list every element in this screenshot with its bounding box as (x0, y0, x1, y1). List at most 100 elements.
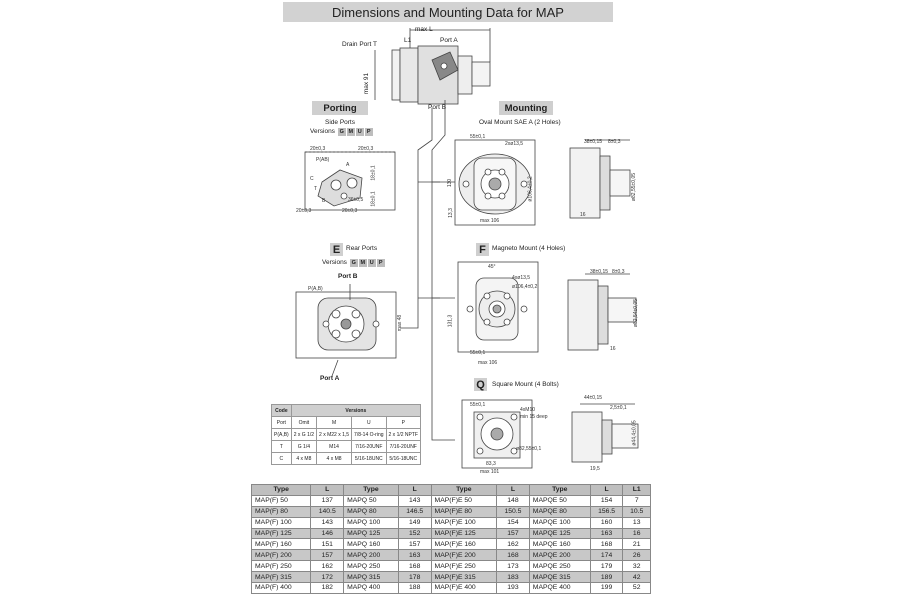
dim-label: ø82,55±0,1 (516, 446, 542, 452)
table-cell: MAP(F)E 125 (430, 527, 498, 540)
drain-port-label: Drain Port T (342, 41, 377, 48)
table-cell: 150.5 (496, 505, 530, 518)
table-cell: 5/16-18UNC (351, 452, 387, 465)
table-cell: MAP(F) 125 (250, 527, 312, 540)
table-cell: 168 (397, 560, 432, 573)
table-cell: MAP(F) 100 (250, 516, 312, 529)
table-cell: 173 (496, 560, 530, 573)
dim-label: ø44,4±0,05 (631, 420, 638, 446)
table-cell: 4 x M8 (316, 452, 353, 465)
table-cell: MAP(F)E 200 (430, 549, 498, 562)
table-cell: 143 (310, 516, 345, 529)
dim-label: 36±0,5 (348, 197, 364, 203)
table-cell: 179 (589, 560, 624, 573)
dim-label: 20±0,3 (296, 208, 312, 214)
table-cell: 157 (310, 549, 345, 562)
dim-label: P(AB) (316, 157, 330, 163)
version-chip: G (349, 259, 358, 267)
table-cell: MAPQ 125 (343, 527, 399, 540)
dim-label: 4xø13,5 (512, 275, 531, 281)
table-cell: 2 x M22 x 1,5 (316, 428, 353, 441)
oval-mount-title: Oval Mount SAE A (2 Holes) (479, 119, 561, 126)
table-cell: 182 (310, 582, 345, 594)
dim-label: 16 (610, 346, 616, 352)
dim-label: 2,5±0,1 (610, 405, 627, 411)
magneto-title: Magneto Mount (4 Holes) (492, 245, 566, 252)
table-cell: MAPQE 400 (528, 582, 591, 594)
table-cell: MAP(F)E 100 (430, 516, 498, 529)
table-cell: 168 (589, 538, 624, 551)
versions-label: Versions (310, 128, 335, 135)
table-cell: 16 (622, 527, 651, 540)
rear-max-label: max 48 (397, 314, 404, 332)
table-cell: MAP(F)E 80 (430, 505, 498, 518)
dim-label: 18±0,1 (370, 191, 377, 207)
table-cell: 188 (397, 582, 432, 594)
table-cell: 157 (496, 527, 530, 540)
dim-label: max 106 (478, 360, 498, 366)
oval-mount-front (454, 139, 536, 226)
table-cell: 163 (397, 549, 432, 562)
table-cell: MAP(F)E 250 (430, 560, 498, 573)
page-title: Dimensions and Mounting Data for MAP (283, 2, 613, 22)
rear-ports-label: Rear Ports (346, 245, 378, 252)
table-cell: 137 (310, 494, 345, 507)
dim-label: 55±0,1 (470, 402, 486, 408)
table-cell: 13 (622, 516, 651, 529)
dim-label: 83,3 (486, 461, 496, 467)
dim-label: T (314, 186, 318, 192)
table-cell: MAPQ 100 (343, 516, 399, 529)
oval-mount-side (569, 139, 631, 219)
table-cell: MAP(F) 80 (250, 505, 312, 518)
table-cell: 146 (310, 527, 345, 540)
dim-label: 130 (447, 178, 454, 188)
column-header: L1 (622, 484, 651, 496)
table-cell: MAPQ 50 (343, 494, 399, 507)
table-cell: 183 (496, 571, 530, 584)
versions-label: Versions (322, 259, 347, 266)
square-letter: Q (474, 378, 487, 391)
magneto-letter: F (476, 243, 489, 256)
dim-label: 55±0,1 (470, 134, 486, 140)
table-cell: MAPQE 80 (528, 505, 591, 518)
dim-label: 131,3 (447, 314, 454, 328)
table-cell: MAPQ 200 (343, 549, 399, 562)
port-a-label: Port A (440, 37, 458, 44)
side-ports-label: Side Ports (325, 119, 355, 126)
porting-heading: Porting (312, 101, 368, 115)
table-cell: MAP(F) 315 (250, 571, 312, 584)
port-label: Port (271, 416, 292, 429)
table-cell: MAP(F) 200 (250, 549, 312, 562)
table-cell: MAP(F)E 160 (430, 538, 498, 551)
column-header: Type (430, 484, 498, 496)
version-chip: U (367, 259, 376, 267)
dim-label: 38±0,15 (584, 139, 603, 145)
dim-label: C (310, 176, 314, 182)
max-height-label: max 91 (363, 72, 371, 95)
table-cell: 152 (397, 527, 432, 540)
table-cell: 168 (496, 549, 530, 562)
table-cell: MAP(F) 160 (250, 538, 312, 551)
dim-label: 8±0,3 (612, 269, 625, 275)
table-cell: 2 x 1/2 NPTF (385, 428, 421, 441)
column-header: L (496, 484, 530, 496)
table-cell: 172 (310, 571, 345, 584)
table-cell: 7/16-20UNF (385, 440, 421, 453)
row-port: C (271, 452, 292, 465)
table-cell: 148 (496, 494, 530, 507)
row-port: P(A,B) (271, 428, 292, 441)
version-chip: G (337, 128, 346, 136)
table-cell: MAP(F)E 400 (430, 582, 498, 594)
dim-label: 18±0,1 (370, 165, 377, 181)
dim-label: min 15 deep (520, 414, 548, 420)
dim-label: ø106,4±0,2 (527, 176, 534, 202)
